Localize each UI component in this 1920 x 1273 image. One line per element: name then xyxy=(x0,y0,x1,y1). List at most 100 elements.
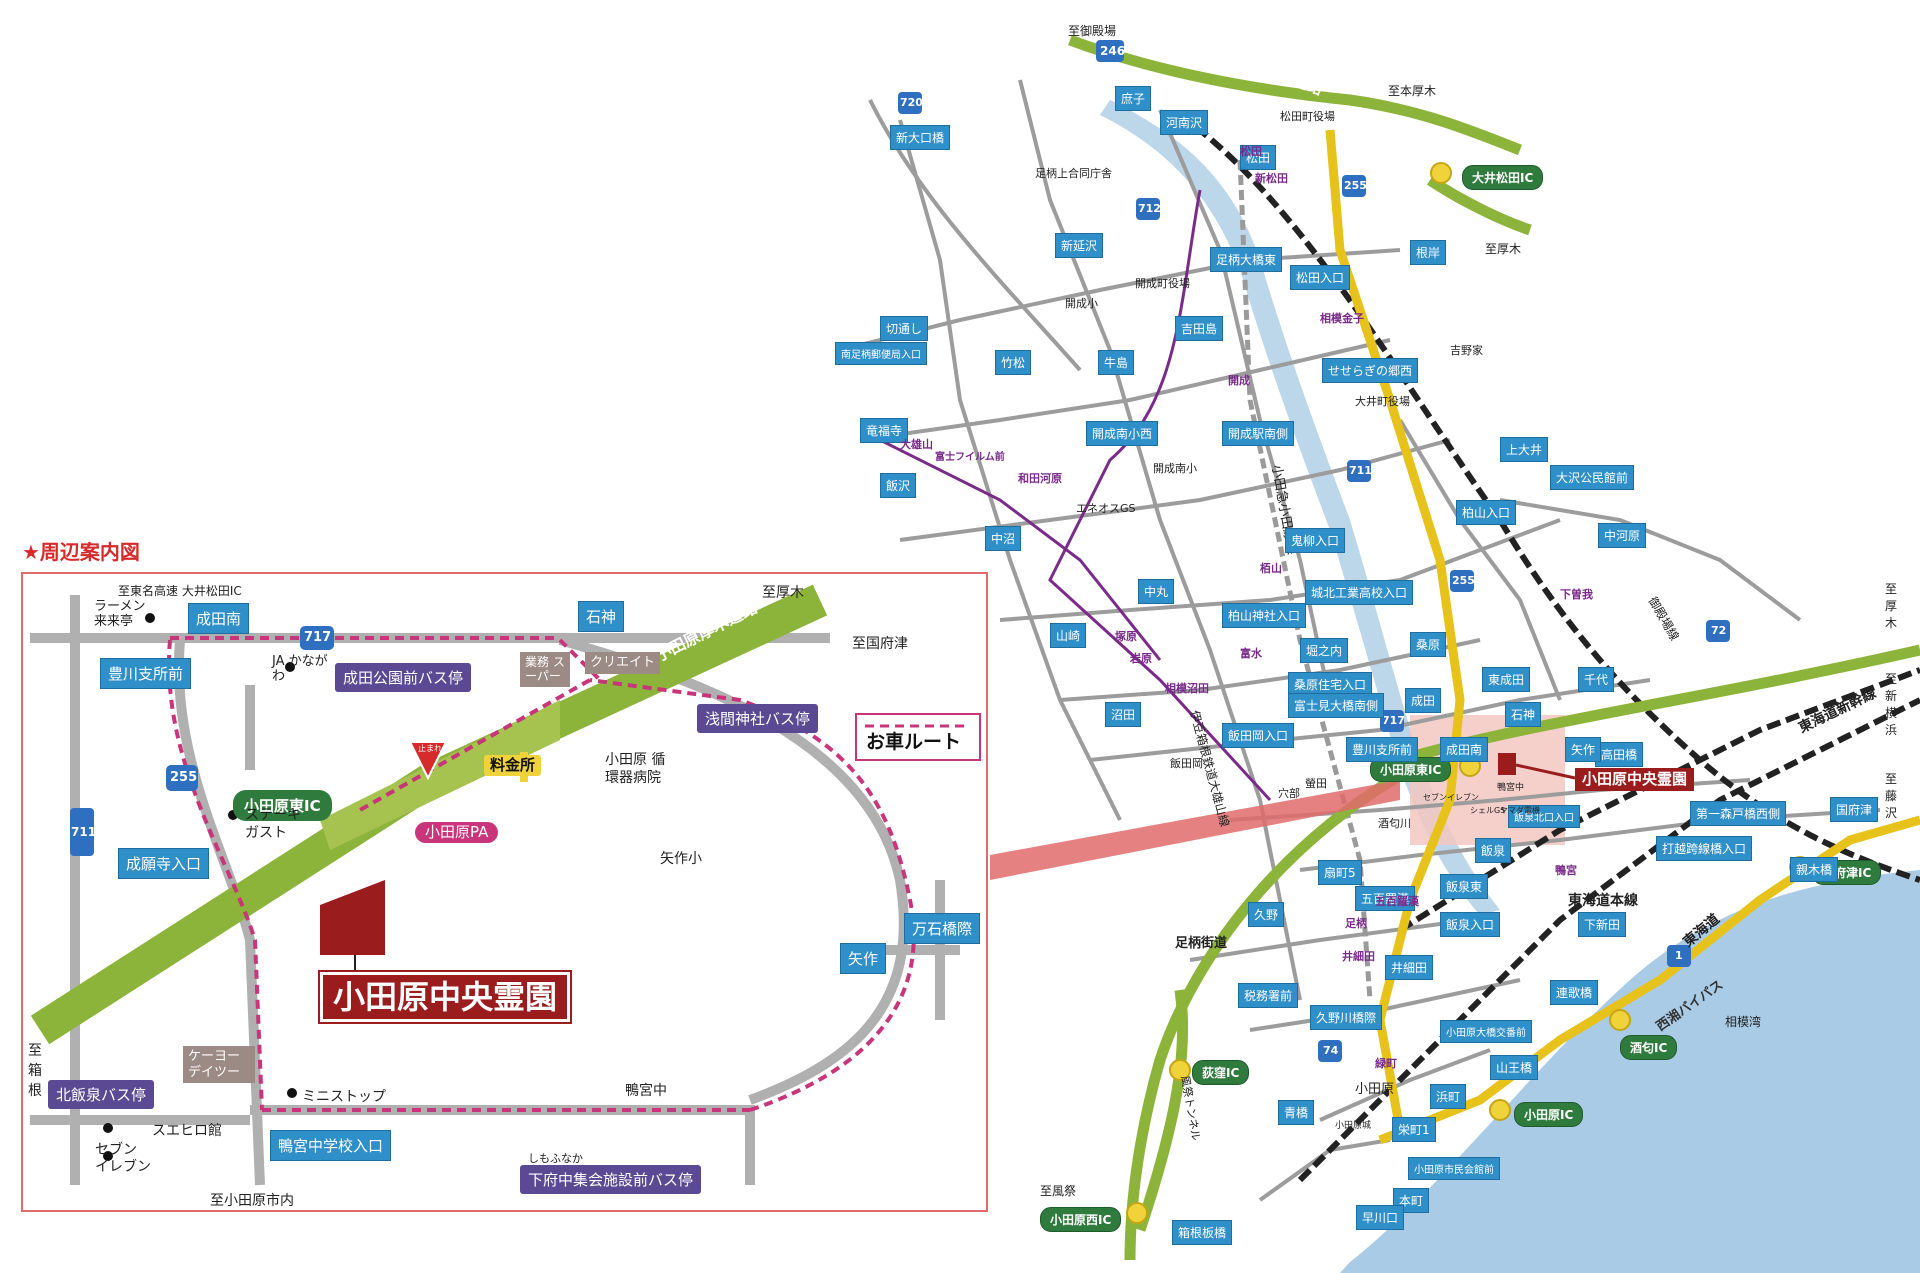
sig-main-33: 飯田岡入口 xyxy=(1222,723,1295,748)
sig-main-22: 中河原 xyxy=(1598,523,1647,548)
station-main-9: 相模沼田 xyxy=(1165,682,1209,695)
sig-main-39: 成田南 xyxy=(1440,737,1489,762)
misc-main-2: 酒匂川 xyxy=(1378,817,1411,830)
dest-kazamatsuri: 至風祭 xyxy=(1040,1184,1077,1198)
seisho-bypass-road xyxy=(1378,815,1920,1145)
place-main-7: エネオスGS xyxy=(1076,502,1136,515)
sig-main-11: 牛島 xyxy=(1098,350,1135,375)
ic-sakawa: 酒匂IC xyxy=(1620,1035,1678,1060)
sig-main-44: 打越跨線橋入口 xyxy=(1656,836,1753,861)
sig-main-61: 青橋 xyxy=(1278,1100,1315,1125)
sig-main-18: 中沼 xyxy=(985,526,1022,551)
sig-main-59: 栄町1 xyxy=(1392,1117,1436,1142)
poi-steak: ステーキ ガスト xyxy=(245,807,301,841)
ic-ogikubo: 荻窪IC xyxy=(1192,1060,1250,1085)
dest-atsugi-2: 至厚木 xyxy=(1885,582,1898,630)
station-main-14: 栢山 xyxy=(1260,562,1282,575)
misc-main-7: 小田原城 xyxy=(1335,1121,1372,1131)
dest-atsugi-1: 至厚木 xyxy=(1485,242,1522,256)
poi-hospital: 小田原 循環器病院 xyxy=(605,752,666,786)
sig-main-30: 東成田 xyxy=(1482,667,1531,692)
bus-shimofunaka: 下府中集会施設前バス停 xyxy=(520,1165,702,1194)
misc-main-6: 鴨宮中 xyxy=(1497,783,1525,793)
sig-main-21: 柏山入口 xyxy=(1456,500,1517,525)
sig-main-0: 庶子 xyxy=(1115,86,1152,111)
ic-odawara-nishi: 小田原西IC xyxy=(1040,1207,1122,1232)
dest-hakone: 至箱根 xyxy=(28,1043,42,1099)
sig-main-16: 開成駅南側 xyxy=(1222,421,1295,446)
signal-yahagi: 矢作 xyxy=(840,943,887,974)
sig-main-24: 中丸 xyxy=(1138,579,1175,604)
dest-shinyokohama: 至新横浜 xyxy=(1885,672,1898,737)
station-main-0: 松田 xyxy=(1240,145,1262,158)
station-main-12: 螢田 xyxy=(1305,777,1327,790)
route-255-road xyxy=(1325,129,1465,1131)
inset-cemetery-label: 小田原中央霊園 xyxy=(317,970,573,1024)
stop-sign-label: 止まれ xyxy=(418,744,442,753)
station-main-1: 新松田 xyxy=(1255,172,1288,185)
sig-main-57: 山王橋 xyxy=(1490,1055,1539,1080)
sig-main-54: 久野川橋際 xyxy=(1310,1005,1383,1030)
bus-sengen: 浅間神社バス停 xyxy=(697,704,819,733)
signal-narita-minami: 成田南 xyxy=(188,603,250,634)
sig-main-17: 飯沢 xyxy=(880,473,917,498)
sig-main-46: 扇町5 xyxy=(1318,860,1362,885)
station-main-6: 和田河原 xyxy=(1018,472,1062,485)
inset-route-shields xyxy=(70,626,334,856)
poi-kamonomiya-jh: 鴨宮中 xyxy=(625,1083,667,1099)
tollgate-label: 料金所 xyxy=(484,755,542,776)
cemetery-pointer xyxy=(1515,763,1576,780)
dest-honatsugi: 至本厚木 xyxy=(1388,84,1437,98)
sig-main-3: 松田 xyxy=(1240,145,1277,170)
sig-main-7: 根岸 xyxy=(1410,240,1447,265)
sig-main-12: 南足柄郵便局入口 xyxy=(835,342,927,365)
place-main-2: 開成町役場 xyxy=(1135,277,1190,290)
ic-oimatsuda: 大井松田IC xyxy=(1462,165,1544,190)
station-main-19: 井細田 xyxy=(1342,950,1375,963)
sig-main-55: 連歌橋 xyxy=(1550,980,1599,1005)
sig-main-14: 竜福寺 xyxy=(860,418,909,443)
place-main-4: 吉野家 xyxy=(1450,344,1483,357)
legend-box xyxy=(855,713,981,761)
station-main-4: 大雄山 xyxy=(900,438,933,451)
place-main-3: 開成小 xyxy=(1065,297,1098,310)
sig-main-64: 箱根板橋 xyxy=(1172,1220,1233,1245)
poi-yahagi-elem: 矢作小 xyxy=(660,851,702,867)
sig-main-62: 本町 xyxy=(1393,1188,1430,1213)
sig-main-26: 城北工業高校入口 xyxy=(1305,580,1414,605)
poi-suehiro: スエヒロ館 xyxy=(152,1123,222,1139)
dest-gotemba: 至御殿場 xyxy=(1068,24,1117,38)
route-246: 246 xyxy=(1100,44,1126,58)
inset-route-717: 717 xyxy=(304,630,332,645)
sig-main-49: 飯泉入口 xyxy=(1440,912,1501,937)
route-717: 717 xyxy=(1382,714,1405,727)
station-main-18: 緑町 xyxy=(1375,1057,1397,1070)
sig-main-51: 久野 xyxy=(1248,902,1285,927)
sig-main-15: 開成南小西 xyxy=(1086,421,1159,446)
sig-main-42: 第一森戸橋西側 xyxy=(1690,801,1787,826)
station-main-16: 鴨宮 xyxy=(1555,864,1577,877)
station-main-20: 五百羅漢 xyxy=(1375,895,1419,908)
ic-markers xyxy=(1126,162,1811,1224)
route-712: 712 xyxy=(1138,202,1161,215)
sig-main-27: 山崎 xyxy=(1050,623,1087,648)
sig-main-58: 浜町 xyxy=(1430,1084,1467,1109)
sig-main-53: 税務署前 xyxy=(1238,983,1299,1008)
place-main-6: 開成南小 xyxy=(1153,462,1197,475)
sig-main-47: 飯泉東 xyxy=(1440,874,1489,899)
station-main-10: 飯田岡 xyxy=(1170,757,1203,770)
inset-route-711: 711 xyxy=(71,825,97,839)
dest-atsugi-inset: 至厚木 xyxy=(762,585,804,601)
bus-shimofunaka-ruby: しもふなか xyxy=(528,1152,583,1165)
station-main-2: 相模金子 xyxy=(1320,312,1364,325)
sig-main-38: 豊川支所前 xyxy=(1346,737,1419,762)
stop-sign-icon xyxy=(408,741,448,781)
station-main-11: 穴部 xyxy=(1278,787,1300,800)
station-main-15: 下曽我 xyxy=(1560,588,1593,601)
misc-main-3: セブンイレブン xyxy=(1423,793,1479,802)
sig-main-9: 吉田島 xyxy=(1175,316,1224,341)
station-main-17: 足柄 xyxy=(1345,917,1367,930)
station-main-3: 開成 xyxy=(1228,374,1250,387)
cemetery-marker-main xyxy=(1498,753,1516,775)
dest-kokufuzu-inset: 至国府津 xyxy=(852,636,908,652)
